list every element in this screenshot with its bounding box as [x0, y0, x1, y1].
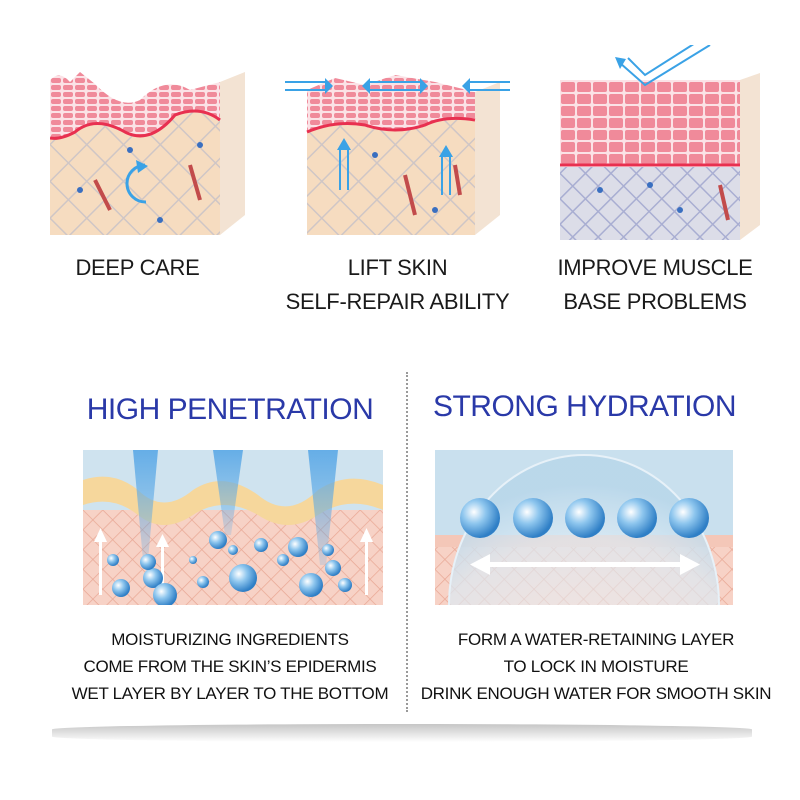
high-penetration-illustration	[83, 450, 383, 605]
high-penetration-description: MOISTURIZING INGREDIENTS COME FROM THE S…	[55, 626, 405, 707]
panel-divider	[406, 372, 408, 712]
description-line: TO LOCK IN MOISTURE	[410, 653, 782, 680]
improve-muscle-illustration	[560, 45, 765, 240]
high-penetration-heading: HIGH PENETRATION	[60, 393, 400, 427]
caption-line: LIFT SKIN	[270, 251, 525, 285]
strong-hydration-description: FORM A WATER-RETAINING LAYER TO LOCK IN …	[410, 626, 782, 707]
lift-skin-illustration	[285, 70, 510, 240]
lift-skin-caption: LIFT SKIN SELF-REPAIR ABILITY	[270, 251, 525, 319]
description-line: COME FROM THE SKIN’S EPIDERMIS	[55, 653, 405, 680]
strong-hydration-heading: STRONG HYDRATION	[412, 390, 757, 424]
improve-muscle-caption: IMPROVE MUSCLE BASE PROBLEMS	[540, 251, 770, 319]
caption-line: IMPROVE MUSCLE	[540, 251, 770, 285]
description-line: DRINK ENOUGH WATER FOR SMOOTH SKIN	[410, 680, 782, 707]
strong-hydration-illustration	[435, 450, 733, 605]
check-arrow-icon	[620, 45, 710, 85]
caption-line: SELF-REPAIR ABILITY	[270, 285, 525, 319]
description-line: WET LAYER BY LAYER TO THE BOTTOM	[55, 680, 405, 707]
caption-line: DEEP CARE	[45, 251, 230, 285]
bottom-shadow	[52, 724, 752, 742]
deep-care-caption: DEEP CARE	[45, 251, 230, 285]
description-line: FORM A WATER-RETAINING LAYER	[410, 626, 782, 653]
description-line: MOISTURIZING INGREDIENTS	[55, 626, 405, 653]
caption-line: BASE PROBLEMS	[540, 285, 770, 319]
deep-care-illustration	[50, 70, 250, 240]
